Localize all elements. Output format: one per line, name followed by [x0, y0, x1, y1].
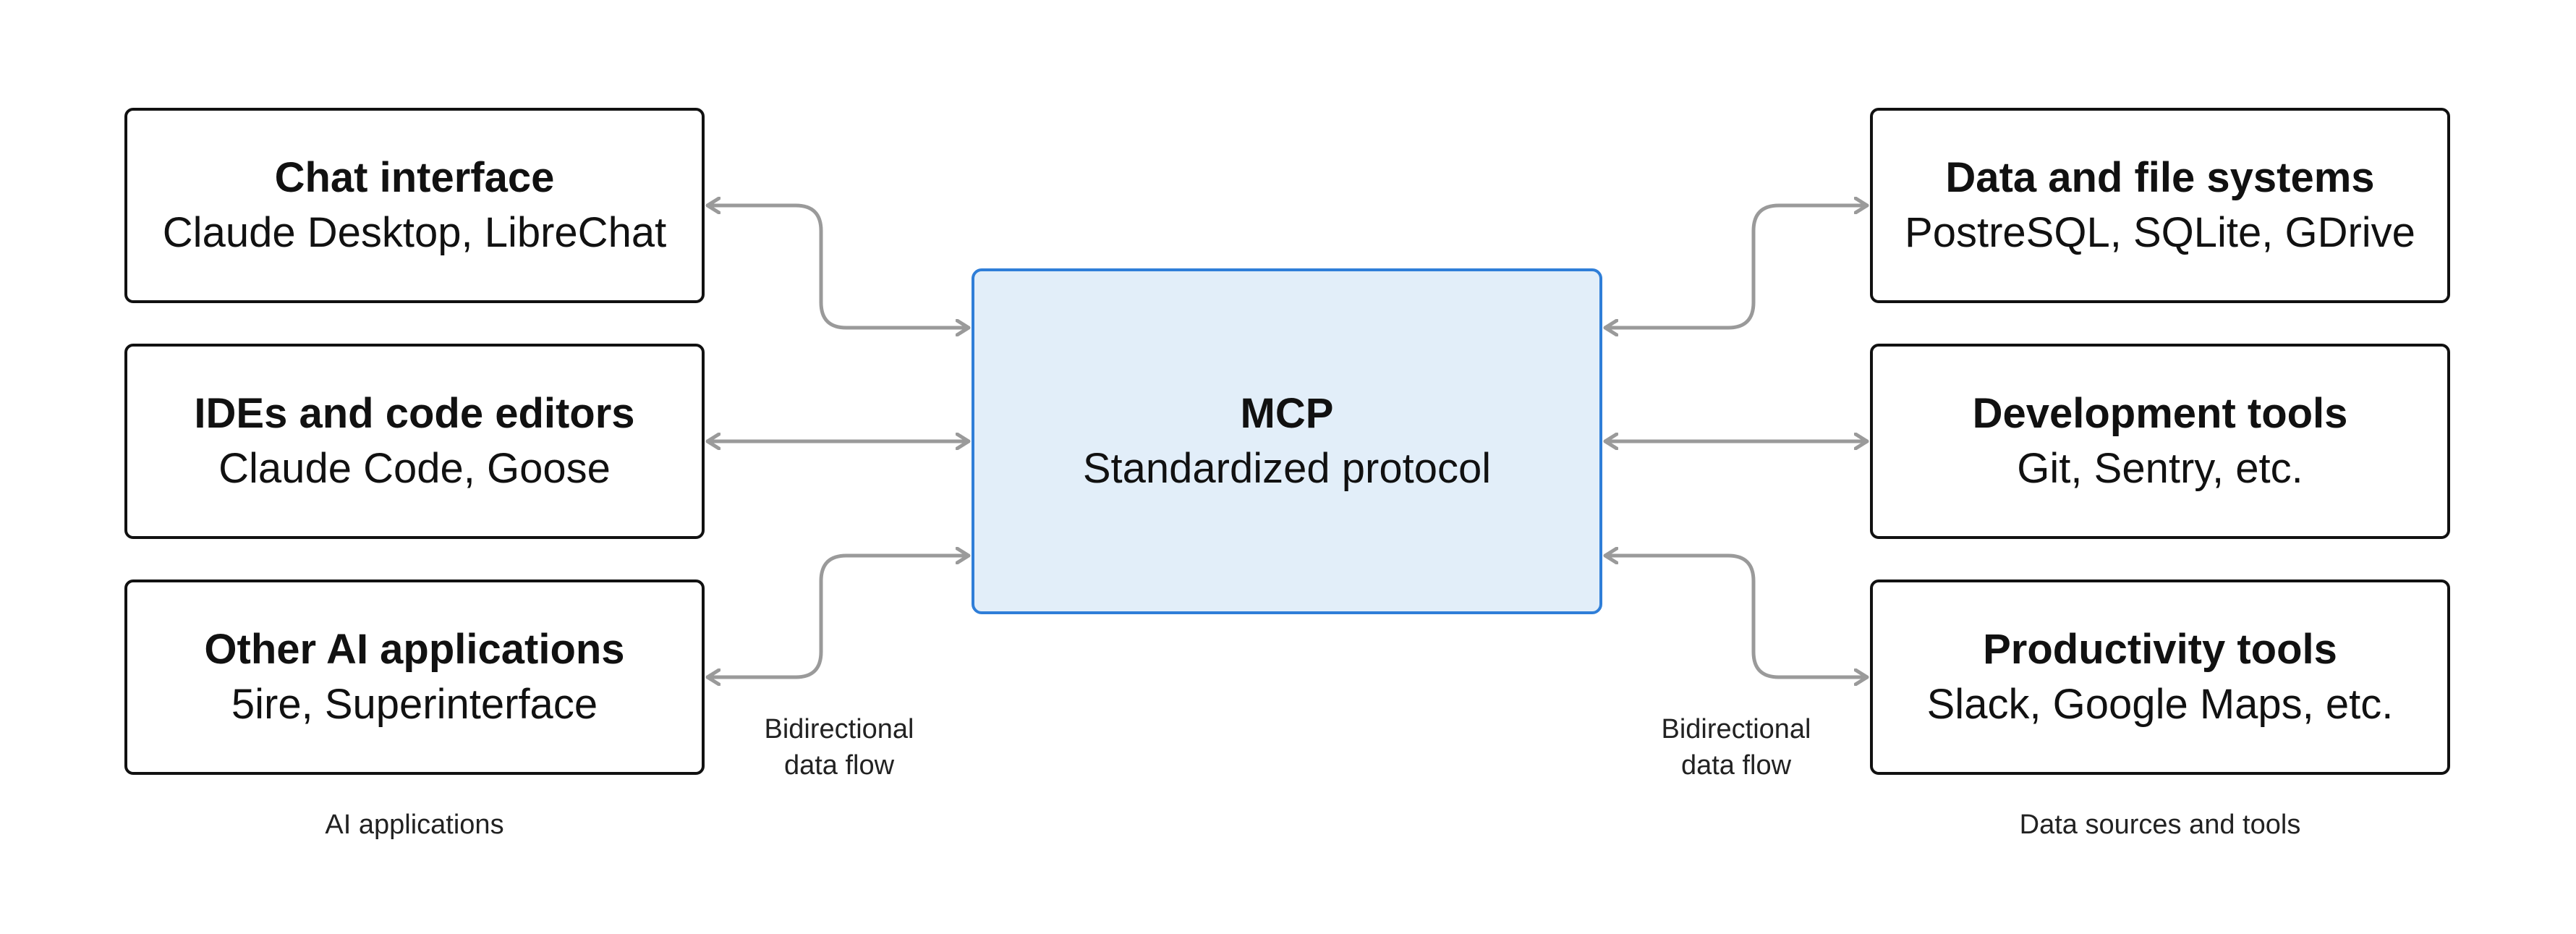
- box-subtitle: Claude Desktop, LibreChat: [162, 209, 667, 256]
- box-chat-interface: Chat interface Claude Desktop, LibreChat: [124, 108, 705, 303]
- box-subtitle: Git, Sentry, etc.: [2017, 445, 2303, 492]
- connector-chat-to-mcp: [705, 205, 971, 328]
- box-title: Productivity tools: [1983, 626, 2337, 673]
- flow-label-line: data flow: [783, 750, 895, 781]
- box-development-tools: Development tools Git, Sentry, etc.: [1870, 344, 2450, 539]
- right-flow-label: Bidirectional data flow: [1628, 711, 1845, 784]
- box-subtitle: 5ire, Superinterface: [231, 681, 598, 728]
- box-other-ai-applications: Other AI applications 5ire, Superinterfa…: [124, 579, 705, 775]
- box-subtitle: PostreSQL, SQLite, GDrive: [1905, 209, 2415, 256]
- box-title: IDEs and code editors: [194, 390, 635, 437]
- flow-label-line: data flow: [1680, 750, 1792, 781]
- flow-label-line: Bidirectional: [764, 714, 914, 744]
- box-subtitle: Slack, Google Maps, etc.: [1926, 681, 2394, 728]
- box-data-file-systems: Data and file systems PostreSQL, SQLite,…: [1870, 108, 2450, 303]
- box-ides-code-editors: IDEs and code editors Claude Code, Goose: [124, 344, 705, 539]
- box-title: Data and file systems: [1945, 154, 2375, 201]
- hub-subtitle: Standardized protocol: [1082, 445, 1492, 492]
- left-flow-label: Bidirectional data flow: [731, 711, 948, 784]
- box-productivity-tools: Productivity tools Slack, Google Maps, e…: [1870, 579, 2450, 775]
- box-title: Other AI applications: [204, 626, 625, 673]
- mcp-hub: MCP Standardized protocol: [972, 268, 1602, 614]
- connector-mcp-to-data-systems: [1603, 205, 1869, 328]
- left-group-caption: AI applications: [325, 810, 504, 840]
- box-title: Development tools: [1972, 390, 2348, 437]
- right-group-caption: Data sources and tools: [2019, 810, 2301, 840]
- connector-other-ai-to-mcp: [705, 556, 971, 677]
- hub-title: MCP: [1240, 390, 1334, 437]
- flow-label-line: Bidirectional: [1661, 714, 1811, 744]
- box-title: Chat interface: [274, 154, 555, 201]
- box-subtitle: Claude Code, Goose: [218, 445, 611, 492]
- connector-mcp-to-productivity: [1603, 556, 1869, 677]
